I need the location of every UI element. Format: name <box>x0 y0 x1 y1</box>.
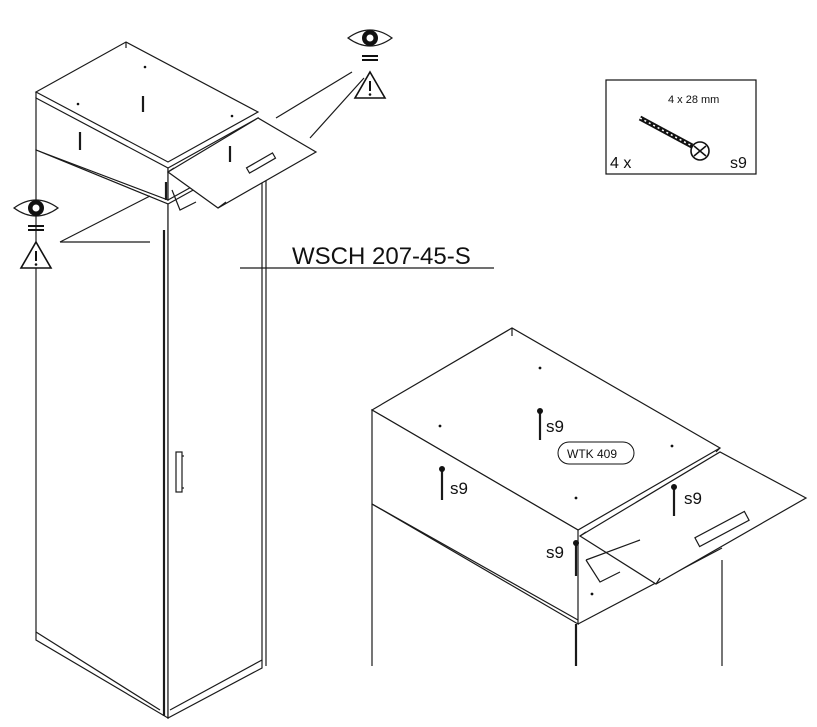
screw-icon <box>638 115 710 161</box>
part-label-badge: WTK 409 <box>557 441 635 465</box>
screw-label-side: s9 <box>546 543 564 562</box>
screw-label-front: s9 <box>450 479 468 498</box>
screw-label-shelf: s9 <box>684 489 702 508</box>
leader-lines <box>59 71 494 269</box>
eye-icon <box>12 199 60 231</box>
part-label: WTK 409 <box>567 447 617 461</box>
hardware-box: 4 x 28 mm 4 x s9 <box>605 79 757 175</box>
hardware-size: 4 x 28 mm <box>668 94 719 106</box>
detail-view <box>370 327 808 666</box>
screw-marker <box>78 96 232 200</box>
screw-marker <box>439 408 677 576</box>
warning-triangle-icon <box>353 70 387 99</box>
hardware-quantity: 4 x <box>610 155 631 172</box>
eye-icon <box>346 29 394 61</box>
model-label: WSCH 207-45-S <box>292 243 471 270</box>
warning-triangle-icon <box>19 240 53 269</box>
hardware-code: s9 <box>730 155 747 172</box>
door-handle <box>175 451 184 493</box>
screw-label-top: s9 <box>546 417 564 436</box>
wardrobe-cabinet <box>34 41 318 720</box>
